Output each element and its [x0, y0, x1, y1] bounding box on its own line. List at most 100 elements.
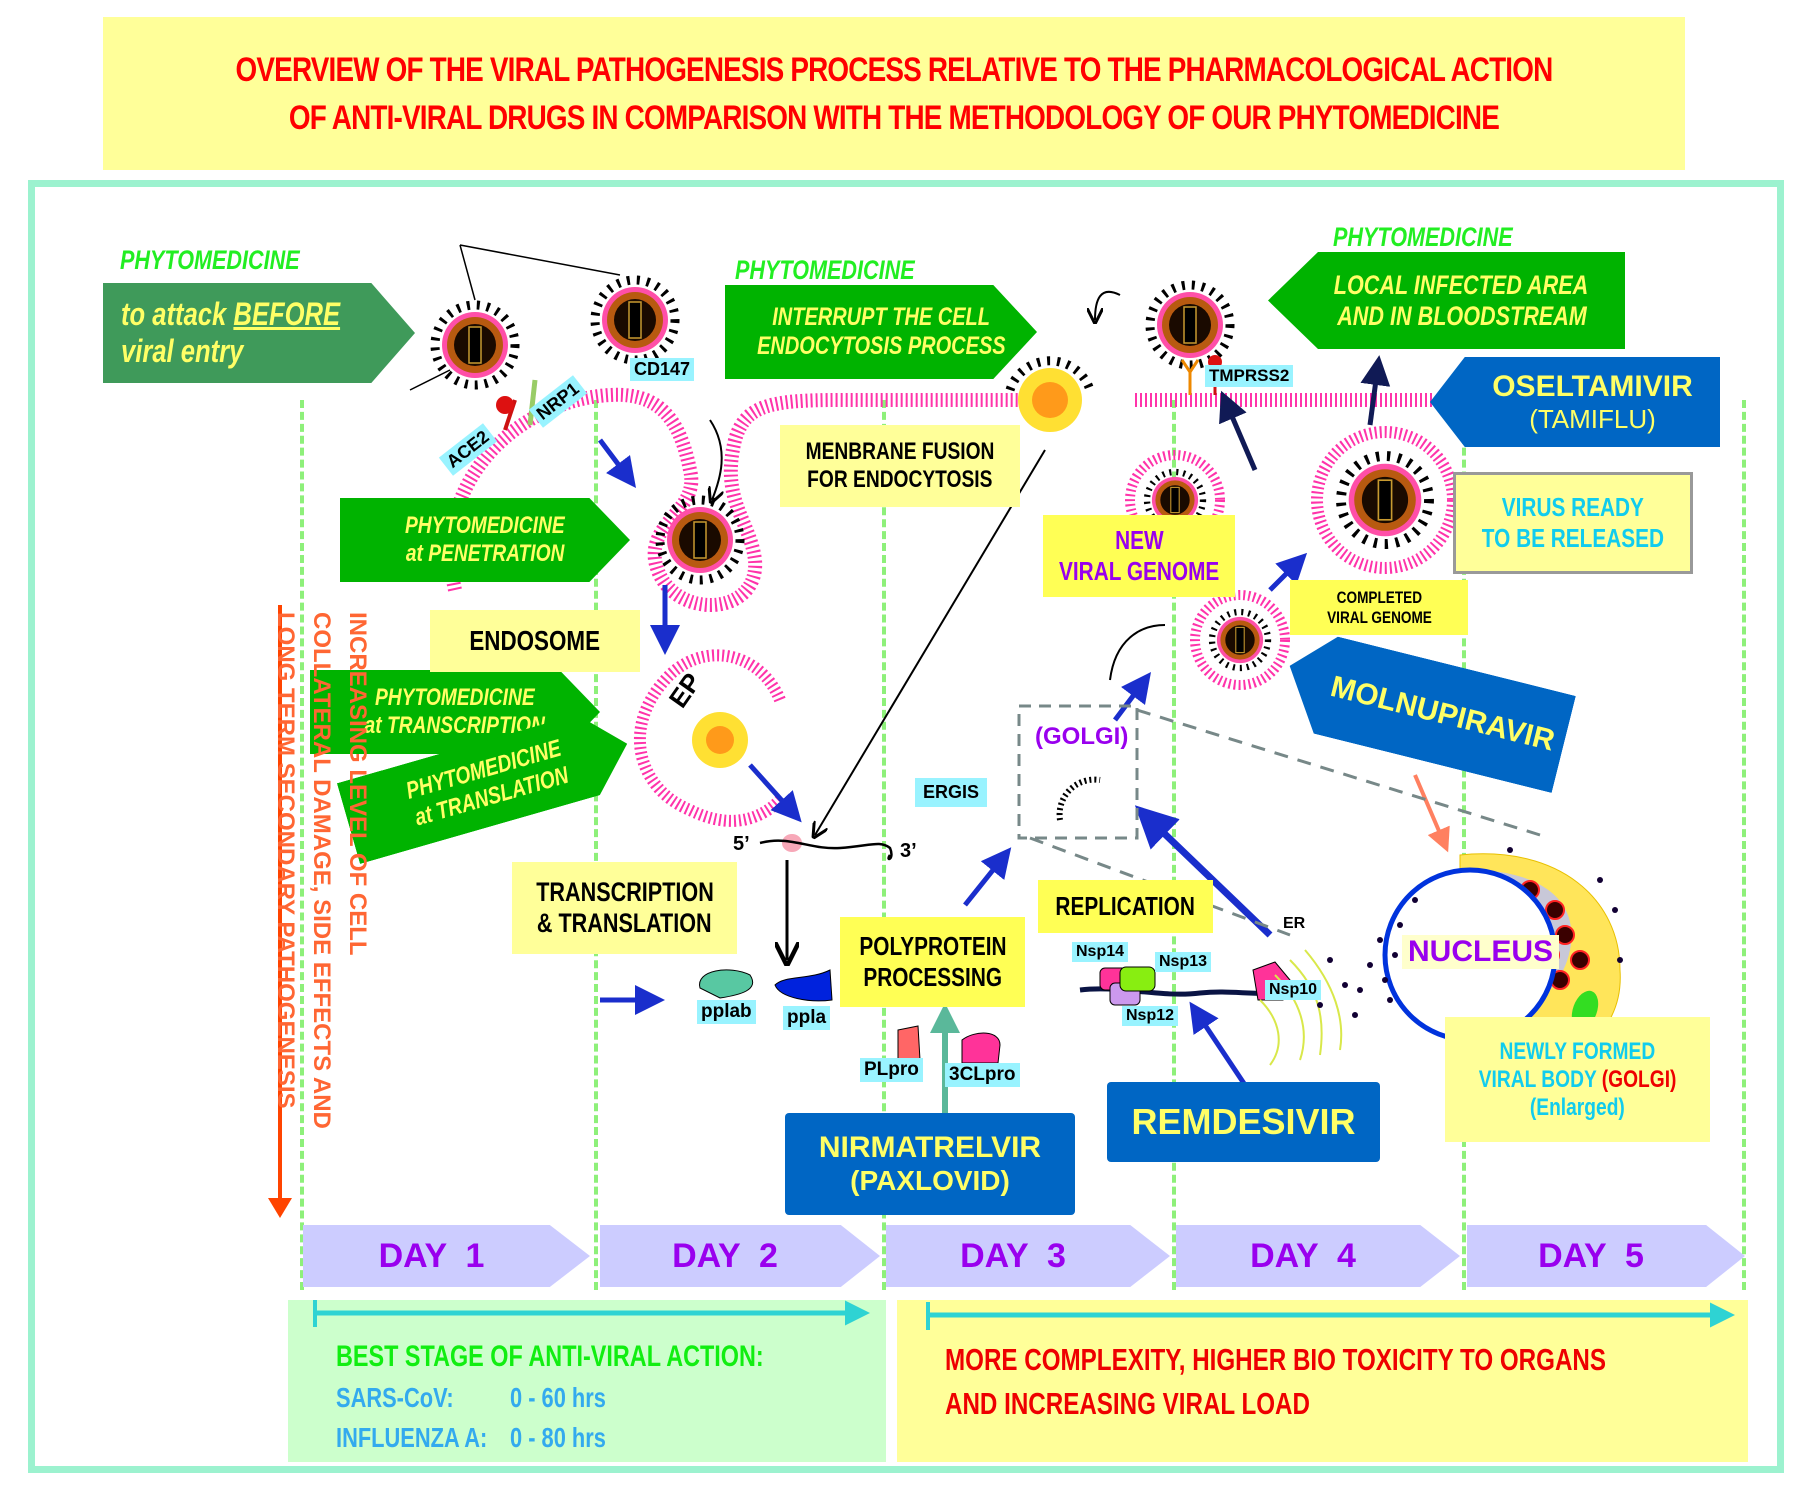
viral-entry-text: viral entry — [121, 333, 244, 369]
completed-line-2: VIRAL GENOME — [1326, 607, 1432, 627]
new-genome-line-2: VIRAL GENOME — [1058, 556, 1220, 586]
polyprotein-line-1: POLYPROTEIN — [858, 931, 1007, 961]
phytomedicine-heading: PHYTOMEDICINE — [735, 255, 915, 285]
local-area-line-1: LOCAL INFECTED AREA — [1334, 269, 1589, 300]
enlarged-text: (Enlarged) — [1530, 1093, 1625, 1121]
new-viral-genome-label: NEW VIRAL GENOME — [1043, 515, 1235, 597]
replication-label: REPLICATION — [1038, 880, 1213, 933]
transcription-translation-label: TRANSCRIPTION & TRANSLATION — [512, 862, 737, 954]
sars-cov-label: SARS-CoV: — [336, 1382, 454, 1413]
day-divider — [300, 400, 304, 1290]
membrane-fusion-line-1: MENBRANE FUSION — [805, 438, 995, 465]
day-divider — [594, 400, 598, 1290]
virus-ready-line-1: VIRUS READY — [1501, 492, 1645, 522]
3clpro-tag: 3CLpro — [945, 1063, 1020, 1087]
influenza-a-label: INFLUENZA A: — [336, 1422, 488, 1453]
tt-line-1: TRANSCRIPTION — [535, 877, 714, 907]
phytomedicine-heading: PHYTOMEDICINE — [120, 245, 300, 275]
tmprss2-tag: TMPRSS2 — [1205, 365, 1294, 387]
golgi-inset-box — [1017, 704, 1139, 840]
endosome-text: ENDOSOME — [469, 625, 601, 656]
completed-viral-genome-label: COMPLETED VIRAL GENOME — [1290, 580, 1468, 635]
nirmatrelvir-name: NIRMATRELVIR — [818, 1131, 1042, 1164]
day-divider — [1462, 400, 1466, 1290]
day-4-marker: DAY 4 — [1176, 1225, 1460, 1287]
endosome-label: ENDOSOME — [430, 610, 640, 672]
title-line-2: OF ANTI-VIRAL DRUGS IN COMPARISON WITH T… — [288, 98, 1500, 137]
virus-particle — [1150, 285, 1230, 365]
cd147-tag: CD147 — [630, 358, 695, 381]
day-2-marker: DAY 2 — [600, 1225, 880, 1287]
nirmatrelvir-box: NIRMATRELVIR (PAXLOVID) — [785, 1113, 1075, 1215]
oseltamivir-brand: (TAMIFLU) — [1529, 403, 1656, 434]
ergis-tag: ERGIS — [915, 778, 988, 807]
day-5-label: DAY 5 — [1538, 1236, 1644, 1275]
nsp13-protein — [1119, 966, 1156, 992]
nucleus-label: NUCLEUS — [1402, 935, 1560, 969]
nsp13-tag: Nsp13 — [1155, 952, 1212, 972]
nsp14-tag: Nsp14 — [1072, 942, 1129, 962]
best-stage-box: BEST STAGE OF ANTI-VIRAL ACTION: SARS-Co… — [288, 1300, 886, 1462]
before-emphasis: BEFORE — [233, 296, 341, 332]
pplab-tag: pplab — [697, 1000, 756, 1024]
day-1-label: DAY 1 — [378, 1236, 485, 1275]
er-label: ER — [1283, 915, 1306, 932]
local-area-line-2: AND IN BLOODSTREAM — [1336, 300, 1587, 331]
best-stage-heading: BEST STAGE OF ANTI-VIRAL ACTION: — [336, 1340, 764, 1373]
virus-particle — [1341, 456, 1429, 544]
severity-note-line-2: COLLATERAL DAMAGE, SIDE EFFECTS AND — [308, 612, 335, 1129]
later-stage-line-1: MORE COMPLEXITY, HIGHER BIO TOXICITY TO … — [945, 1342, 1607, 1377]
diagram-frame — [28, 180, 1784, 1473]
virus-ready-line-2: TO BE RELEASED — [1481, 523, 1665, 553]
new-genome-line-1: NEW — [1114, 525, 1164, 555]
endocytosis-line-1: INTERRUPT THE CELL — [772, 303, 990, 331]
pplab-protein — [699, 969, 753, 999]
phytomedicine-heading: PHYTOMEDICINE — [1333, 222, 1513, 252]
day-1-marker: DAY 1 — [303, 1225, 590, 1287]
before-entry-text: to attack — [121, 296, 234, 332]
later-stage-line-2: AND INCREASING VIRAL LOAD — [945, 1386, 1310, 1421]
remdesivir-box: REMDESIVIR — [1107, 1082, 1380, 1162]
plpro-tag: PLpro — [860, 1058, 923, 1082]
newly-formed-line-1: NEWLY FORMED — [1499, 1037, 1656, 1065]
day-divider — [1742, 400, 1746, 1290]
rna-3-prime: 3’ — [900, 840, 917, 862]
virus-particle — [1212, 612, 1268, 668]
golgi-red-text: (GOLGI) — [1601, 1065, 1677, 1093]
ace2-receptor — [496, 396, 514, 414]
rna-strand — [759, 839, 893, 861]
completed-line-1: COMPLETED — [1336, 587, 1422, 607]
severity-note: INCREASING LEVEL OF CELL COLLATERAL DAMA… — [255, 612, 375, 1212]
severity-note-line-3: LONG TERM SECONDARY PATHOGENESIS — [272, 612, 299, 1109]
endosome-membrane — [634, 649, 786, 827]
oseltamivir-box: OSELTAMIVIR (TAMIFLU) — [1430, 357, 1720, 447]
nsp12-tag: Nsp12 — [1122, 1006, 1179, 1026]
ppla-protein — [774, 969, 833, 1002]
ppla-tag: ppla — [783, 1006, 831, 1030]
penetration-line-2: at PENETRATION — [405, 540, 565, 567]
phyto-before-entry-box: to attack BEFORE viral entry — [103, 283, 415, 383]
endocytosis-line-2: ENDOCYTOSIS PROCESS — [756, 332, 1006, 360]
day-2-label: DAY 2 — [672, 1236, 778, 1275]
membrane-fusion-line-2: FOR ENDOCYTOSIS — [807, 466, 993, 493]
transcription-line-1: PHYTOMEDICINE — [375, 684, 535, 711]
later-stage-box: MORE COMPLEXITY, HIGHER BIO TOXICITY TO … — [897, 1300, 1748, 1462]
virus-particle — [435, 305, 515, 385]
sars-cov-value: 0 - 60 hrs — [510, 1382, 606, 1413]
polyprotein-line-2: PROCESSING — [863, 962, 1002, 992]
influenza-a-value: 0 - 80 hrs — [510, 1422, 606, 1453]
penetration-line-1: PHYTOMEDICINE — [405, 512, 565, 539]
day-3-marker: DAY 3 — [886, 1225, 1170, 1287]
remdesivir-name: REMDESIVIR — [1131, 1101, 1356, 1142]
nirmatrelvir-brand: (PAXLOVID) — [850, 1165, 1010, 1196]
day-5-marker: DAY 5 — [1467, 1225, 1745, 1287]
phyto-local-area-box: LOCAL INFECTED AREA AND IN BLOODSTREAM — [1268, 252, 1625, 349]
rna-5-prime: 5’ — [733, 833, 750, 855]
phyto-endocytosis-box: INTERRUPT THE CELL ENDOCYTOSIS PROCESS — [725, 285, 1037, 379]
day-4-label: DAY 4 — [1250, 1236, 1356, 1275]
virus-particle — [595, 280, 675, 360]
nsp10-tag: Nsp10 — [1265, 980, 1322, 1000]
membrane-fusion-label: MENBRANE FUSION FOR ENDOCYTOSIS — [780, 425, 1020, 507]
severity-note-line-1: INCREASING LEVEL OF CELL — [344, 612, 371, 956]
phyto-penetration-box: PHYTOMEDICINE at PENETRATION — [340, 498, 630, 582]
